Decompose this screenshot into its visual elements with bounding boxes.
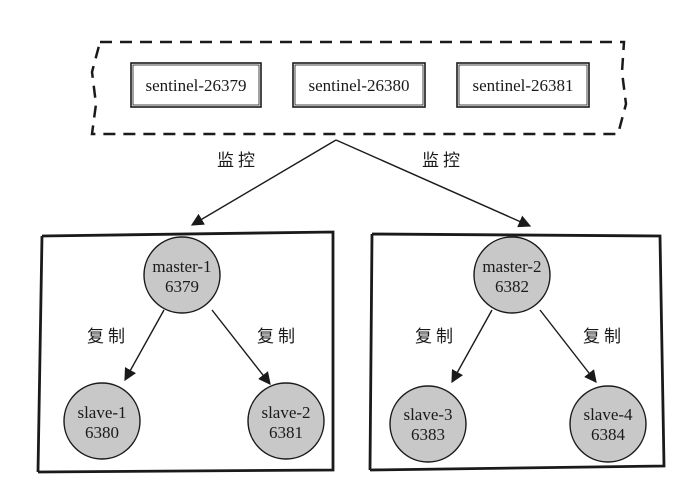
replicate-label: 复制 bbox=[583, 327, 625, 347]
replicate-arrow bbox=[124, 309, 165, 382]
master-node: master-2 6382 bbox=[473, 236, 551, 314]
node-port: 6384 bbox=[591, 425, 626, 444]
replicate-arrow bbox=[211, 309, 271, 385]
sentinel-26380-box: sentinel-26380 bbox=[292, 62, 426, 108]
node-port: 6382 bbox=[495, 277, 529, 296]
monitor-arrow-right bbox=[335, 139, 532, 228]
node-name: slave-3 bbox=[403, 405, 452, 424]
replicate-label: 复制 bbox=[87, 327, 129, 347]
slave-node: slave-2 6381 bbox=[247, 382, 325, 460]
node-name: slave-1 bbox=[77, 403, 126, 422]
node-port: 6383 bbox=[411, 425, 445, 444]
slave-node: slave-1 6380 bbox=[63, 382, 141, 460]
node-port: 6379 bbox=[165, 277, 199, 296]
sentinel-26379-box: sentinel-26379 bbox=[130, 62, 262, 108]
replication-group-1: 复制 复制 master-1 6379 slave-1 6380 slave-2… bbox=[36, 230, 335, 474]
sentinel-26381-box: sentinel-26381 bbox=[456, 62, 590, 108]
replication-group-2: 复制 复制 master-2 6382 slave-3 6383 slave-4… bbox=[368, 232, 666, 472]
master-node: master-1 6379 bbox=[143, 236, 221, 314]
sentinel-label: sentinel-26379 bbox=[145, 76, 246, 95]
replicate-label: 复制 bbox=[257, 327, 299, 347]
replicate-label: 复制 bbox=[415, 327, 457, 347]
slave-node: slave-3 6383 bbox=[389, 385, 467, 463]
slave-node: slave-4 6384 bbox=[569, 385, 647, 463]
replicate-arrow bbox=[451, 309, 493, 384]
sentinel-label: sentinel-26381 bbox=[472, 76, 573, 95]
monitor-label: 监控 bbox=[422, 151, 464, 171]
monitor-label: 监控 bbox=[217, 151, 259, 171]
group-1-border bbox=[36, 230, 335, 474]
group-2-border bbox=[368, 232, 666, 472]
node-port: 6380 bbox=[85, 423, 119, 442]
monitor-arrow-left bbox=[190, 139, 337, 226]
node-name: slave-4 bbox=[583, 405, 633, 424]
node-port: 6381 bbox=[269, 423, 303, 442]
node-name: master-2 bbox=[482, 257, 541, 276]
replicate-arrow bbox=[539, 309, 597, 383]
node-name: master-1 bbox=[152, 257, 211, 276]
sentinel-label: sentinel-26380 bbox=[308, 76, 409, 95]
node-name: slave-2 bbox=[261, 403, 310, 422]
